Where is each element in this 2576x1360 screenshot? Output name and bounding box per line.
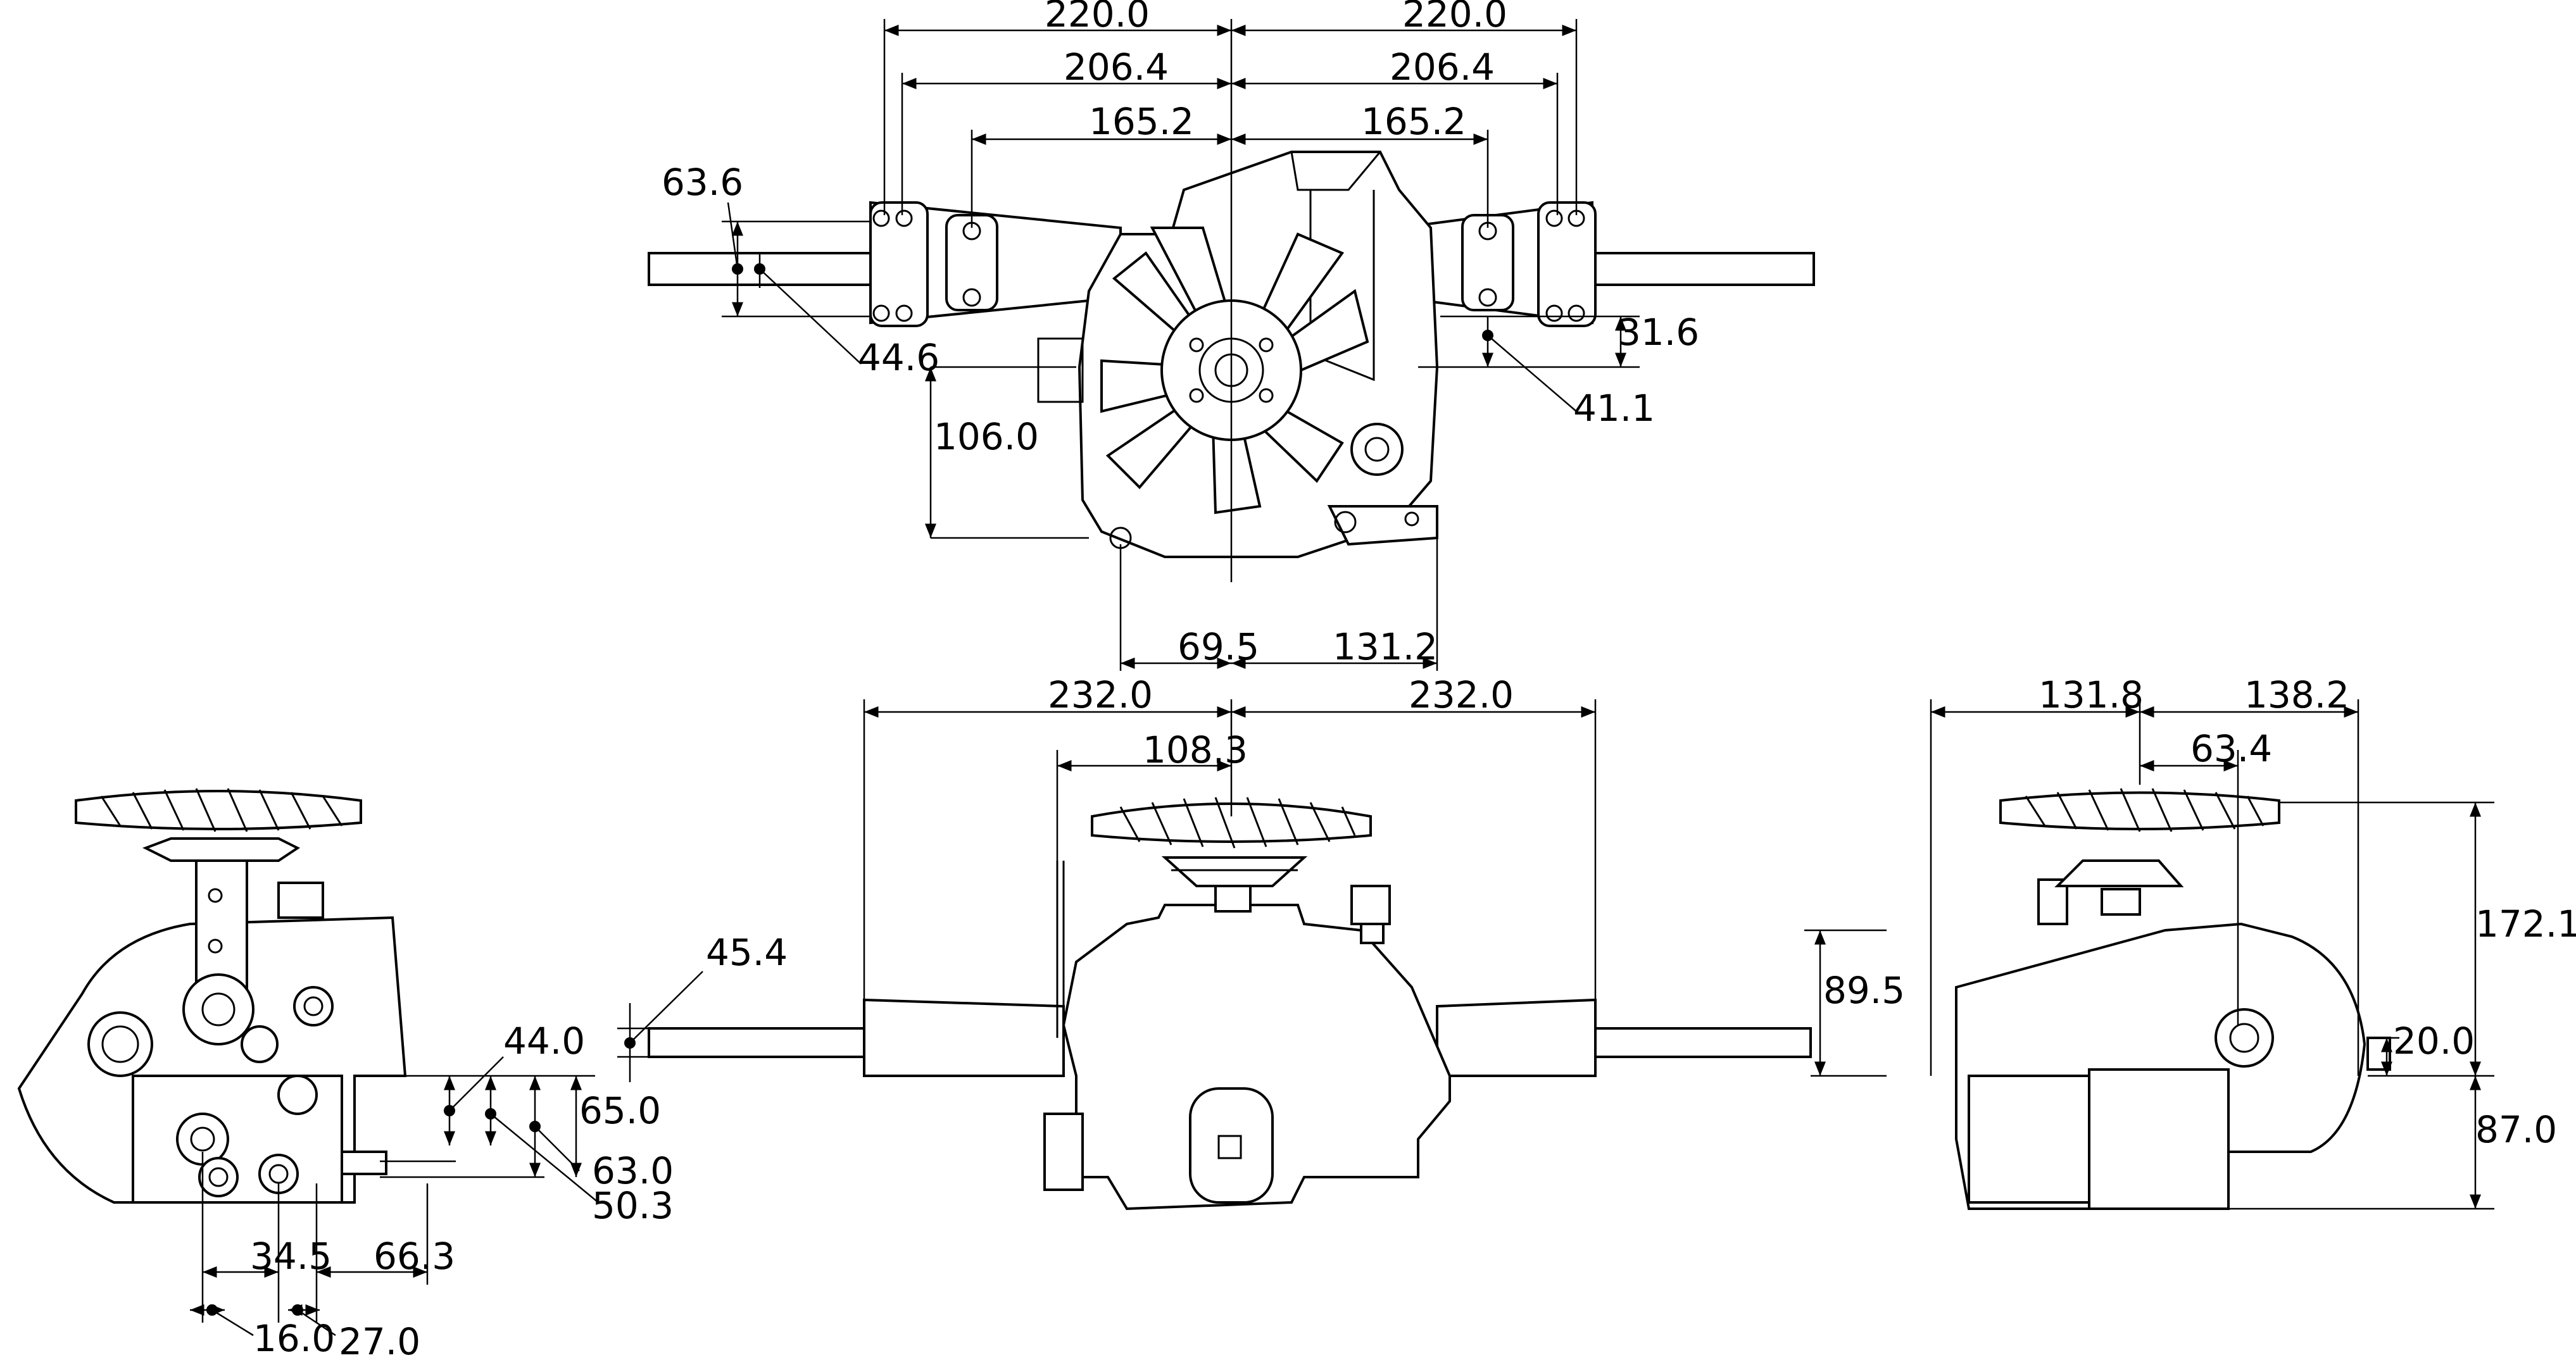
front-left-axle-housing [863,998,1065,1077]
dim-top-mid-right: 206.4 [1390,46,1495,89]
dim-fan-to-base: 106.0 [934,415,1039,458]
front-filter-boss [1189,1087,1274,1204]
left-side-view [17,788,407,1204]
dim-axle-offset: 44.6 [858,336,939,379]
dim-axle-pitch: 63.6 [662,161,743,204]
top-right-inner-bracket [1461,214,1514,311]
dim-right-right-width: 138.2 [2244,673,2349,716]
dim-left-e: 34.5 [250,1235,332,1278]
dim-left-c: 63.0 [592,1149,674,1192]
dim-left-g: 16.0 [253,1317,335,1360]
dim-front-inner: 108.3 [1143,728,1248,771]
left-dimensions: 44.0 65.0 63.0 50.3 34.5 66.3 16.0 27.0 [190,1020,674,1360]
front-left-axle [648,1027,869,1058]
right-pulley [2054,859,2184,887]
front-right-axle-housing [1436,998,1597,1077]
dim-front-axle-height: 89.5 [1823,969,1905,1012]
top-bypass-boss [1350,423,1404,476]
front-breather-cap [1350,885,1391,925]
front-side-valve [1043,1113,1084,1191]
top-right-outer-bracket [1537,201,1597,327]
dim-right-total-height: 172.1 [2475,902,2576,945]
dim-top-width-right: 220.0 [1402,0,1507,35]
dim-hub-depth: 31.6 [1618,311,1699,354]
front-pulley [1161,856,1308,887]
right-lower-housing [2088,1068,2230,1210]
dim-front-right-width: 232.0 [1409,673,1514,716]
top-left-axle [648,252,875,286]
dim-base-right: 131.2 [1333,625,1438,668]
right-side-view [1955,788,2391,1210]
top-right-axle [1594,252,1815,286]
dim-left-f: 66.3 [374,1235,455,1278]
dim-front-axle-dia: 45.4 [706,931,788,974]
top-view [648,151,1815,558]
right-fan [1999,791,2280,830]
dim-top-inner-left: 165.2 [1089,100,1194,143]
dim-left-b: 65.0 [579,1089,661,1132]
dim-left-a: 44.0 [503,1020,585,1063]
top-left-inner-bracket [945,214,998,311]
left-pulley [142,837,300,862]
dim-right-lower-height: 87.0 [2475,1108,2557,1151]
dim-base-left: 69.5 [1178,625,1259,668]
left-breather [277,882,324,919]
front-fan [1091,802,1372,843]
dim-hub-offset: 41.1 [1573,387,1655,430]
front-dimensions: 232.0 232.0 108.3 45.4 89.5 [617,673,1905,1082]
front-view [648,797,1812,1211]
dim-left-h: 27.0 [339,1320,420,1360]
dim-right-inner: 63.4 [2190,727,2272,770]
front-input-shaft [1214,885,1252,913]
left-drain-plug [341,1151,387,1175]
top-side-valve [1037,337,1084,403]
dim-top-width-left: 220.0 [1045,0,1150,35]
dim-top-mid-left: 206.4 [1064,46,1169,89]
dim-right-axle-offset: 20.0 [2393,1020,2475,1063]
front-right-axle [1591,1027,1812,1058]
dim-top-inner-right: 165.2 [1361,100,1466,143]
dim-left-d: 50.3 [592,1184,674,1227]
dim-right-left-width: 131.8 [2039,673,2144,716]
top-left-outer-bracket [869,201,929,327]
top-dimensions: 220.0 220.0 206.4 206.4 165.2 165.2 63.6… [662,0,1699,671]
dim-front-left-width: 232.0 [1048,673,1153,716]
right-dimensions: 131.8 138.2 63.4 172.1 87.0 20.0 [1930,673,2576,1210]
